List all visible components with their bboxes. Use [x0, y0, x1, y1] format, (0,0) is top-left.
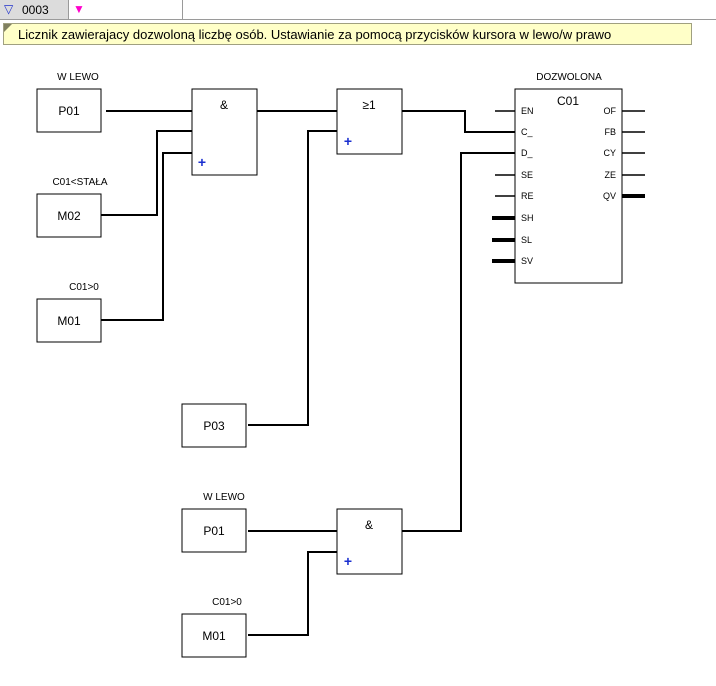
pin-en[interactable]: EN [521, 106, 534, 116]
pin-cy[interactable]: CY [603, 148, 616, 158]
operand-m01-top[interactable]: C01>0 M01 [36, 282, 102, 343]
network-number-cell[interactable]: ▽ 0003 [0, 0, 69, 20]
counter-label: DOZWOLONA [536, 72, 602, 83]
pin-fb[interactable]: FB [604, 127, 616, 137]
operand-name: P03 [203, 419, 225, 433]
pin-qv[interactable]: QV [603, 191, 616, 201]
magenta-triangle-down-icon[interactable]: ▼ [73, 2, 85, 16]
wires [100, 110, 515, 636]
plus-icon: + [344, 133, 352, 149]
or-gate[interactable]: ≥1 + [336, 88, 403, 155]
gate-symbol: ≥1 [362, 98, 376, 112]
wire-p03-or [248, 130, 337, 426]
operand-p01-top[interactable]: W LEWO P01 [36, 72, 102, 133]
gate-symbol: & [365, 518, 373, 532]
operand-label: W LEWO [203, 492, 245, 503]
pin-sl[interactable]: SL [521, 235, 532, 245]
plus-icon: + [344, 553, 352, 569]
comment-corner-icon [4, 24, 12, 32]
operand-name: M01 [57, 314, 81, 328]
pin-d[interactable]: D_ [521, 148, 533, 158]
plus-icon: + [198, 154, 206, 170]
network-number: 0003 [22, 3, 49, 17]
pin-sv[interactable]: SV [521, 256, 533, 266]
operand-label: W LEWO [57, 72, 99, 83]
wire-m02-and [100, 130, 192, 216]
and-gate-top[interactable]: & + [191, 88, 258, 176]
wire-m01b-and2 [248, 551, 337, 636]
counter-pin-stubs [492, 110, 645, 263]
operand-m01-bottom[interactable]: C01>0 M01 [181, 597, 247, 658]
operand-name: P01 [203, 524, 225, 538]
pin-sh[interactable]: SH [521, 213, 534, 223]
triangle-down-icon[interactable]: ▽ [4, 2, 14, 16]
operand-label: C01<STAŁA [52, 177, 107, 188]
and-gate-bottom[interactable]: & + [336, 508, 403, 575]
counter-outputs: OF FB CY ZE QV [603, 106, 617, 201]
network-comment-text: Licznik zawierajacy dozwoloną liczbę osó… [18, 27, 612, 42]
wire-and2-counter-d [402, 152, 515, 532]
header-divider [183, 19, 716, 20]
gate-symbol: & [220, 98, 228, 112]
operand-p03[interactable]: P03 [181, 403, 247, 448]
wire-m01-and [100, 152, 192, 321]
operand-p01-bottom[interactable]: W LEWO P01 [181, 492, 247, 553]
pin-se[interactable]: SE [521, 170, 533, 180]
operand-label: C01>0 [69, 282, 99, 293]
pin-re[interactable]: RE [521, 191, 534, 201]
counter-block-c01[interactable]: DOZWOLONA C01 EN C_ D_ SE RE SH SL SV OF… [514, 72, 623, 284]
operand-name: P01 [58, 104, 80, 118]
counter-name: C01 [557, 94, 579, 108]
operand-name: M02 [57, 209, 81, 223]
wire-or-counter-c [402, 110, 515, 133]
operand-name: M01 [202, 629, 226, 643]
pin-ze[interactable]: ZE [604, 170, 616, 180]
network-comment[interactable]: Licznik zawierajacy dozwoloną liczbę osó… [3, 23, 692, 45]
network-marker-cell[interactable]: ▼ [69, 0, 183, 20]
network-header: ▽ 0003 ▼ [0, 0, 716, 20]
operand-m02[interactable]: C01<STAŁA M02 [36, 177, 108, 238]
pin-c[interactable]: C_ [521, 127, 533, 137]
pin-of[interactable]: OF [604, 106, 617, 116]
counter-inputs: EN C_ D_ SE RE SH SL SV [521, 106, 534, 266]
operand-label: C01>0 [212, 597, 242, 608]
